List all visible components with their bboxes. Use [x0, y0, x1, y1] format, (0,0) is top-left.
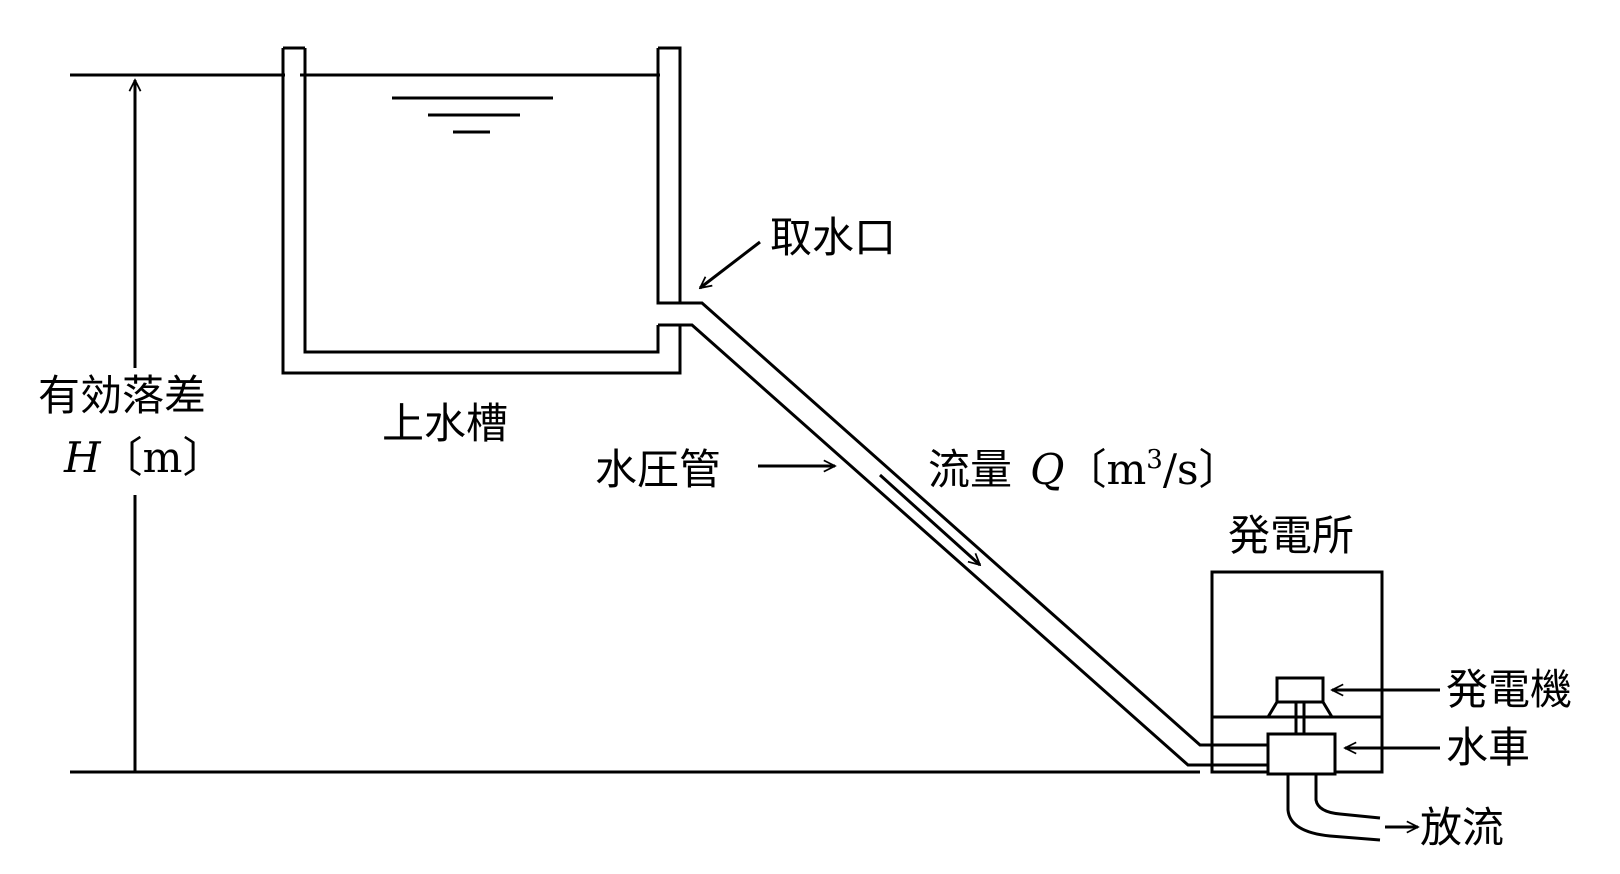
generator-base: [1266, 700, 1334, 718]
upper-tank-inner: [303, 48, 660, 354]
generator-box: [1275, 676, 1325, 704]
power-station-label: 発電所: [1228, 511, 1354, 560]
turbine-label: 水車: [1446, 723, 1530, 772]
turbine-box: [1266, 732, 1337, 776]
discharge-pipe-outer: [1286, 774, 1381, 842]
discharge-label: 放流: [1420, 803, 1504, 852]
upper-tank-outer: [281, 48, 682, 375]
upper-tank-right-wall: [656, 46, 682, 305]
intake-label: 取水口: [770, 213, 896, 262]
generator-label: 発電機: [1446, 665, 1572, 714]
flow-arrow: [878, 473, 980, 565]
penstock-label: 水圧管: [595, 445, 721, 494]
intake-arrow: [700, 240, 761, 288]
penstock-lower-wall: [680, 323, 1268, 767]
penstock-upper-wall: [680, 301, 1268, 747]
head-label: 有効落差: [38, 371, 206, 420]
discharge-pipe-inner: [1314, 774, 1381, 820]
upper-tank-label: 上水槽: [382, 399, 508, 448]
head-label-var-line: H〔m〕: [63, 433, 224, 482]
